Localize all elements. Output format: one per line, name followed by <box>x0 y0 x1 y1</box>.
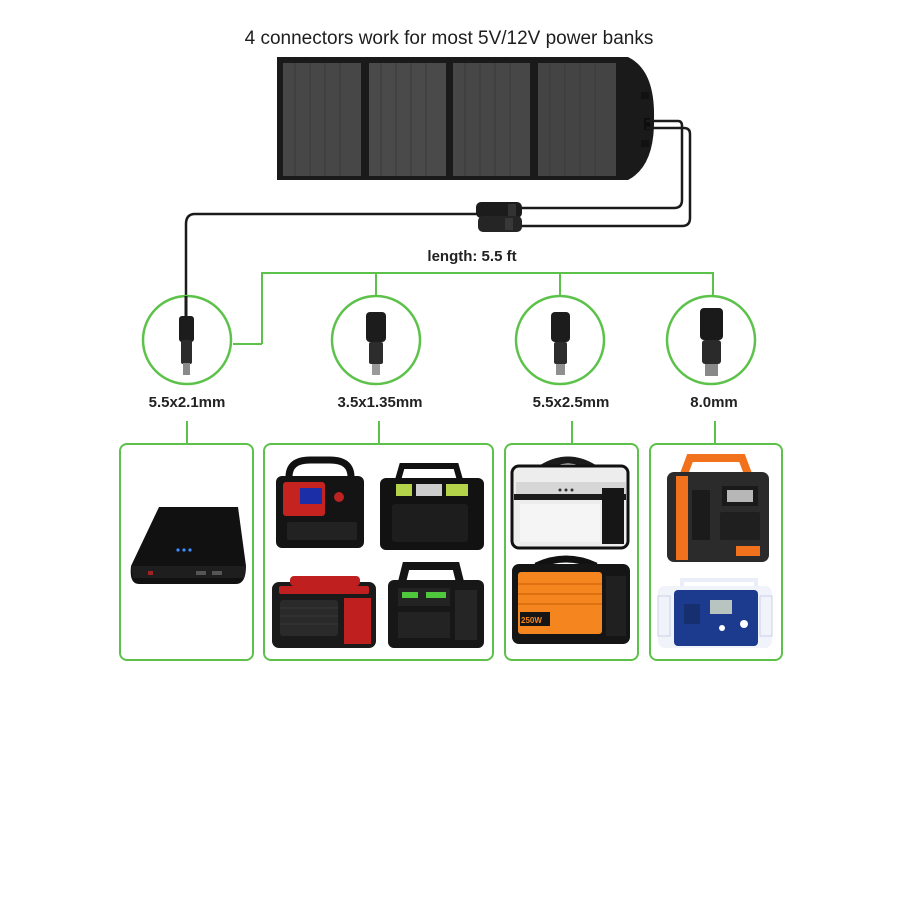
dc-plug-icon <box>700 308 723 376</box>
portable-power-station-icon <box>276 456 364 548</box>
device-group-4 <box>649 443 783 661</box>
portable-power-station-icon <box>667 454 769 562</box>
portable-power-station-icon <box>380 463 484 550</box>
connector-label-5-5x2-5mm: 5.5x2.5mm <box>532 394 610 411</box>
solar-panel-icon <box>277 57 655 180</box>
connector-label-3-5x1-35mm: 3.5x1.35mm <box>337 394 423 411</box>
connector-label-5-5x2-1mm: 5.5x2.1mm <box>148 394 226 411</box>
device-group-2 <box>263 443 494 661</box>
dc-plug-icon <box>179 296 194 375</box>
portable-power-station-icon: 250W <box>512 555 630 644</box>
cable-length-label: length: 5.5 ft <box>427 248 517 265</box>
device-group-3 <box>504 443 639 661</box>
dc-plug-icon <box>366 312 386 375</box>
diagram-heading: 4 connectors work for most 5V/12V power … <box>244 28 654 49</box>
portable-power-station-icon <box>510 456 630 550</box>
dc-plug-icon <box>551 312 570 375</box>
power-bank-icon <box>130 507 246 584</box>
panel-output-cable <box>184 119 692 303</box>
device-group-1 <box>119 443 254 661</box>
portable-power-station-icon <box>657 578 773 648</box>
orange-station-badge: 250W <box>521 616 542 625</box>
connector-branch-lines <box>186 272 716 444</box>
mc4-connector-icon <box>476 202 522 232</box>
portable-power-station-icon <box>388 562 484 648</box>
portable-power-station-icon <box>272 576 376 648</box>
connector-label-8-0mm: 8.0mm <box>690 394 738 411</box>
